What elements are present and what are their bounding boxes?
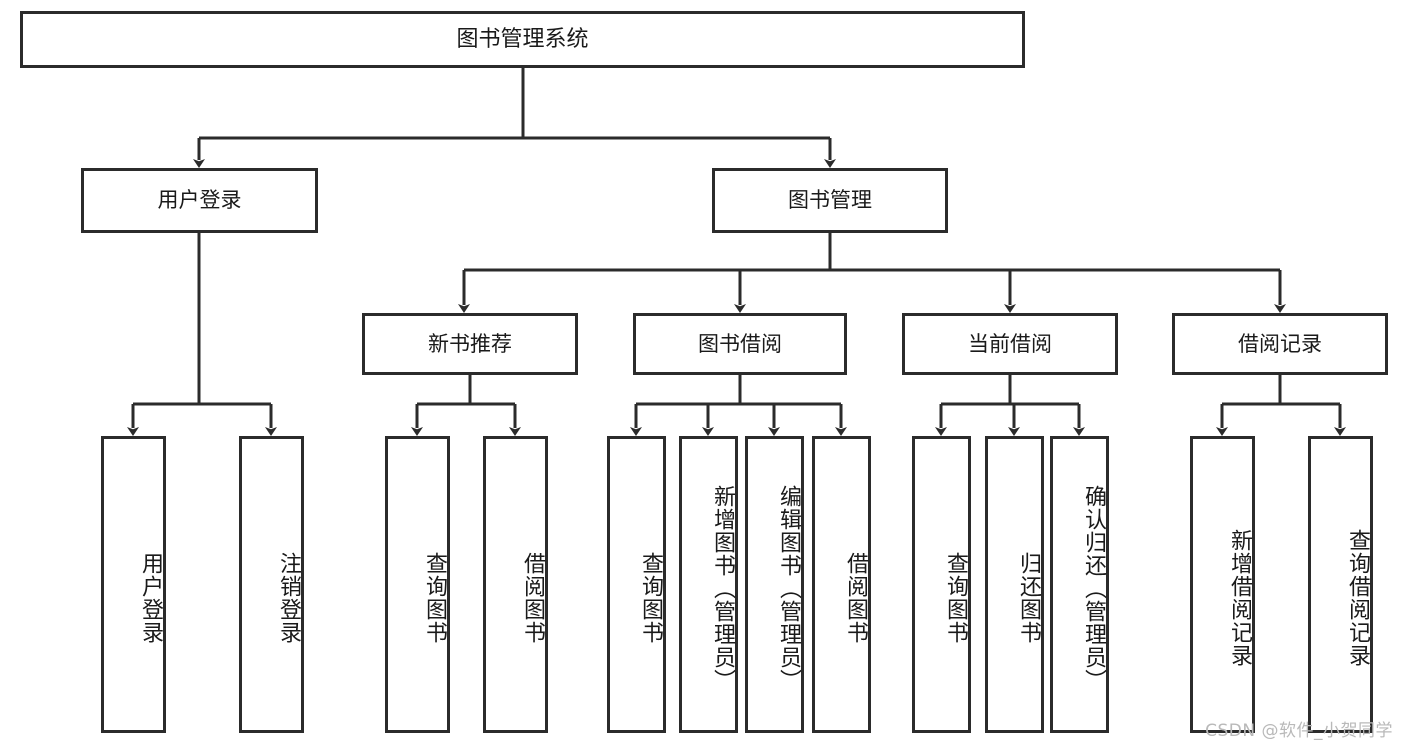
node-book-management-label: 图书管理 [788, 188, 872, 213]
leaf-confirm-return-admin-label: 确认归还（管理员） [1081, 485, 1106, 692]
leaf-add-borrow-record[interactable]: 新增借阅记录 [1190, 436, 1255, 733]
node-user-login[interactable]: 用户登录 [81, 168, 318, 233]
node-root[interactable]: 图书管理系统 [20, 11, 1025, 68]
leaf-return-book[interactable]: 归还图书 [985, 436, 1044, 733]
leaf-add-borrow-record-label: 新增借阅记录 [1227, 528, 1252, 667]
leaf-query-borrow-record-label: 查询借阅记录 [1345, 528, 1370, 667]
node-root-label: 图书管理系统 [456, 26, 589, 52]
node-new-book-recommend[interactable]: 新书推荐 [362, 313, 578, 375]
leaf-logout-label: 注销登录 [276, 551, 301, 644]
leaf-user-login[interactable]: 用户登录 [101, 436, 166, 733]
leaf-edit-book-admin-label: 编辑图书（管理员） [776, 485, 801, 692]
node-borrow-record-label: 借阅记录 [1238, 331, 1322, 356]
leaf-query-book-recommend-label: 查询图书 [422, 551, 447, 644]
node-book-borrow[interactable]: 图书借阅 [633, 313, 847, 375]
leaf-borrow-book-label: 借阅图书 [843, 551, 868, 644]
node-current-borrow[interactable]: 当前借阅 [902, 313, 1118, 375]
leaf-add-book-admin-label: 新增图书（管理员） [710, 485, 735, 692]
leaf-query-book-current[interactable]: 查询图书 [912, 436, 971, 733]
node-book-borrow-label: 图书借阅 [698, 331, 782, 356]
node-new-book-recommend-label: 新书推荐 [428, 331, 512, 356]
leaf-query-book-current-label: 查询图书 [943, 551, 968, 644]
node-user-login-label: 用户登录 [157, 188, 242, 213]
leaf-borrow-book-recommend[interactable]: 借阅图书 [483, 436, 548, 733]
leaf-query-book-borrow[interactable]: 查询图书 [607, 436, 666, 733]
leaf-return-book-label: 归还图书 [1016, 551, 1041, 644]
node-borrow-record[interactable]: 借阅记录 [1172, 313, 1388, 375]
leaf-edit-book-admin[interactable]: 编辑图书（管理员） [745, 436, 804, 733]
node-book-management[interactable]: 图书管理 [712, 168, 948, 233]
node-current-borrow-label: 当前借阅 [968, 331, 1052, 356]
leaf-query-book-recommend[interactable]: 查询图书 [385, 436, 450, 733]
csdn-watermark: CSDN @软件_小贺同学 [1205, 721, 1393, 741]
leaf-borrow-book-recommend-label: 借阅图书 [520, 551, 545, 644]
leaf-borrow-book[interactable]: 借阅图书 [812, 436, 871, 733]
leaf-logout[interactable]: 注销登录 [239, 436, 304, 733]
leaf-add-book-admin[interactable]: 新增图书（管理员） [679, 436, 738, 733]
leaf-query-borrow-record[interactable]: 查询借阅记录 [1308, 436, 1373, 733]
leaf-confirm-return-admin[interactable]: 确认归还（管理员） [1050, 436, 1109, 733]
leaf-query-book-borrow-label: 查询图书 [638, 551, 663, 644]
leaf-user-login-label: 用户登录 [138, 551, 163, 644]
